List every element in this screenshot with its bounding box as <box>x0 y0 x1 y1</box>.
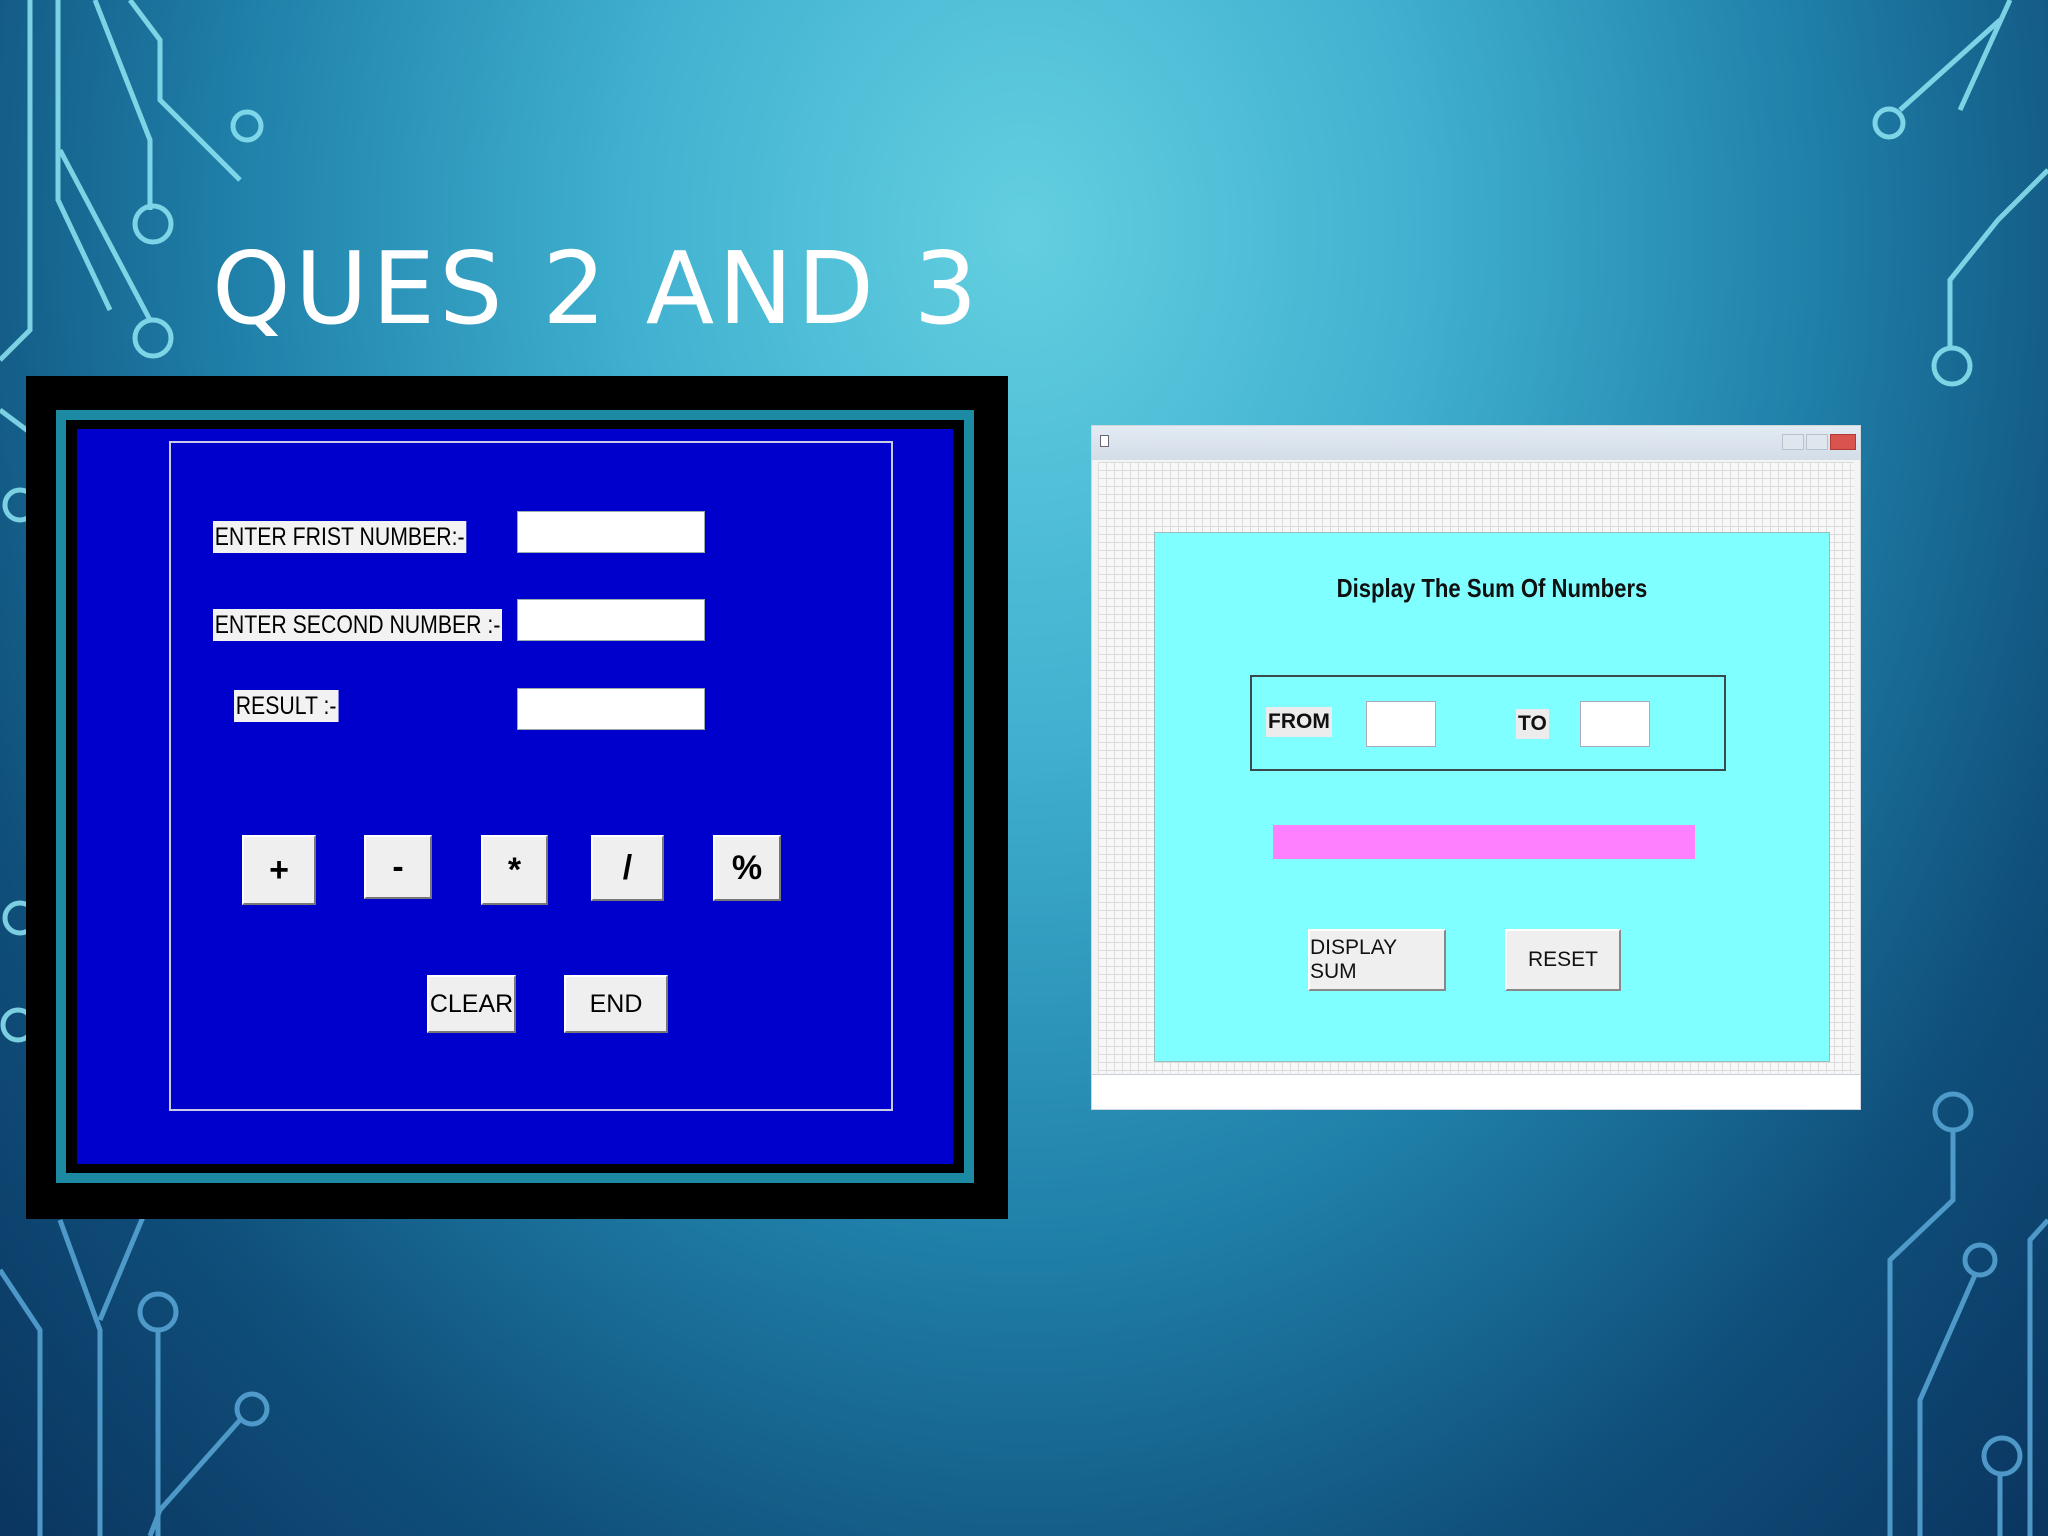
slide-title: QUES 2 AND 3 <box>212 230 982 347</box>
second-number-input[interactable] <box>517 599 705 641</box>
maximize-icon[interactable] <box>1806 434 1828 450</box>
close-icon[interactable] <box>1830 434 1856 450</box>
sum-result-label <box>1273 825 1695 859</box>
sum-frame: Display The Sum Of Numbers FROM TO DISPL… <box>1154 532 1830 1062</box>
display-sum-button[interactable]: DISPLAY SUM <box>1308 929 1446 991</box>
modulo-button[interactable]: % <box>713 835 781 901</box>
multiply-button[interactable]: * <box>481 835 548 905</box>
to-input[interactable] <box>1580 701 1650 747</box>
reset-button[interactable]: RESET <box>1505 929 1621 991</box>
sum-form-window: Display The Sum Of Numbers FROM TO DISPL… <box>1091 425 1861 1110</box>
window-titlebar <box>1092 426 1860 460</box>
from-label: FROM <box>1266 707 1332 737</box>
calculator-screenshot: ENTER FRIST NUMBER:- ENTER SECOND NUMBER… <box>26 376 1008 1219</box>
result-label: RESULT :- <box>234 690 339 722</box>
clear-button[interactable]: CLEAR <box>427 975 516 1033</box>
form-document-icon <box>1100 435 1109 447</box>
subtract-button[interactable]: - <box>364 835 432 899</box>
range-group: FROM TO <box>1250 675 1726 771</box>
divide-button[interactable]: / <box>591 835 664 901</box>
first-number-input[interactable] <box>517 511 705 553</box>
minimize-icon[interactable] <box>1782 434 1804 450</box>
end-button[interactable]: END <box>564 975 668 1033</box>
to-label: TO <box>1516 709 1549 739</box>
calculator-frame-group: ENTER FRIST NUMBER:- ENTER SECOND NUMBER… <box>169 441 893 1111</box>
first-number-label: ENTER FRIST NUMBER:- <box>213 521 467 553</box>
sum-heading: Display The Sum Of Numbers <box>1336 573 1648 603</box>
from-input[interactable] <box>1366 701 1436 747</box>
result-output[interactable] <box>517 688 705 730</box>
second-number-label: ENTER SECOND NUMBER :- <box>213 609 503 641</box>
window-controls <box>1782 434 1856 450</box>
window-bottom-bar <box>1092 1074 1860 1109</box>
add-button[interactable]: + <box>242 835 316 905</box>
